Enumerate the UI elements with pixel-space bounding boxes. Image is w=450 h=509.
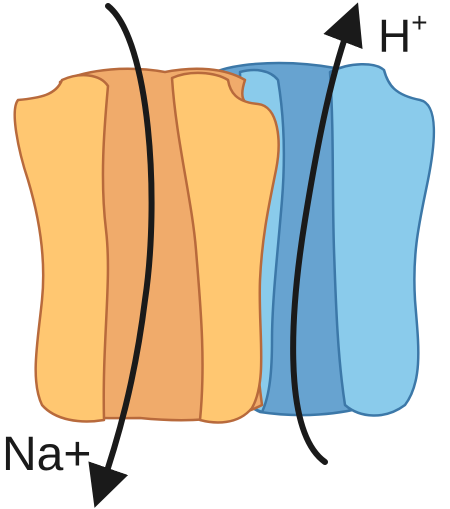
h-flux-arrow — [290, 2, 363, 465]
h-label-base: H — [378, 10, 411, 62]
orange-subunit-left — [13, 73, 110, 423]
h-label: H+ — [378, 7, 428, 62]
orange-subunit-right — [170, 71, 280, 424]
blue-subunit-right — [328, 63, 436, 417]
h-label-superscript: + — [411, 7, 427, 38]
orange-protein — [13, 67, 280, 424]
na-flux-arrow — [88, 3, 155, 508]
na-label: Na+ — [2, 428, 91, 481]
